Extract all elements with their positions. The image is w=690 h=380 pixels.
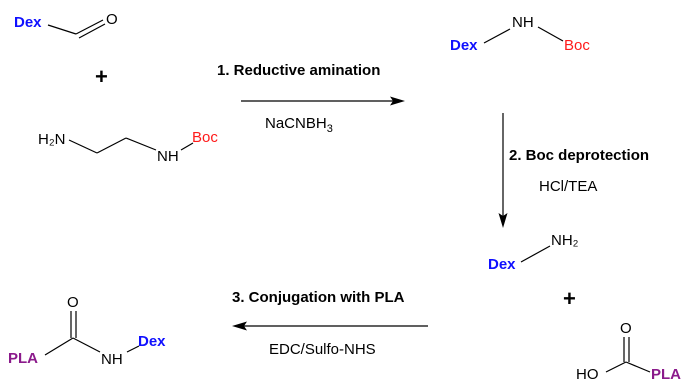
bond <box>68 139 98 154</box>
dex-label: Dex <box>450 37 478 54</box>
bond <box>483 28 511 44</box>
step-2-title: 2. Boc deprotection <box>509 147 649 164</box>
step-3-title: 3. Conjugation with PLA <box>232 289 405 306</box>
bond <box>625 361 651 373</box>
step-2-reagent: HCl/TEA <box>539 178 597 195</box>
boc-label: Boc <box>192 129 218 146</box>
amine-label: H₂N <box>38 131 66 148</box>
bond <box>96 137 127 154</box>
arrowhead <box>232 321 247 331</box>
step-3: 3. Conjugation with PLA EDC/Sulfo-NHS <box>232 289 428 358</box>
bond <box>520 245 551 263</box>
oxygen-label: O <box>67 294 79 311</box>
bond <box>72 337 101 353</box>
amine-label: NH₂ <box>551 232 579 249</box>
bond <box>605 361 627 373</box>
bond <box>180 142 194 151</box>
bond <box>47 24 77 35</box>
dex-label: Dex <box>138 333 166 350</box>
step-1: 1. Reductive amination NaCNBH3 <box>217 62 405 135</box>
bond <box>537 26 564 42</box>
nh-label: NH <box>157 148 179 165</box>
plus-sign: + <box>563 286 576 311</box>
step-3-reagent: EDC/Sulfo-NHS <box>269 341 376 358</box>
subscript: 3 <box>327 123 333 135</box>
hydroxyl-label: HO <box>576 366 599 380</box>
step-1-title: 1. Reductive amination <box>217 62 380 79</box>
step-2: 2. Boc deprotection HCl/TEA <box>498 113 649 228</box>
bond <box>44 337 74 356</box>
pla-label: PLA <box>651 366 681 380</box>
dex-label: Dex <box>488 256 516 273</box>
arrowhead <box>498 213 508 228</box>
oxygen-label: O <box>106 11 118 28</box>
dex-label: Dex <box>14 14 42 31</box>
boc-label: Boc <box>564 37 590 54</box>
nh-label: NH <box>512 14 534 31</box>
pla-label: PLA <box>8 350 38 367</box>
dex-aldehyde-molecule: Dex O <box>14 11 118 39</box>
bond <box>75 19 104 35</box>
oxygen-label: O <box>620 320 632 337</box>
arrowhead <box>390 96 405 106</box>
nh-label: NH <box>101 351 123 368</box>
pla-cooh-molecule: O HO PLA <box>576 320 681 380</box>
pla-dex-conjugate-molecule: O PLA NH Dex <box>8 294 166 368</box>
boc-ethylenediamine-molecule: H₂N NH Boc <box>38 129 218 165</box>
plus-sign: + <box>95 64 108 89</box>
bond <box>126 345 140 353</box>
bond <box>125 137 157 151</box>
dex-nh-boc-molecule: Dex NH Boc <box>450 14 590 54</box>
step-1-reagent: NaCNBH3 <box>265 115 333 135</box>
double-bond <box>78 23 106 39</box>
dex-nh2-molecule: Dex NH₂ <box>488 232 579 273</box>
